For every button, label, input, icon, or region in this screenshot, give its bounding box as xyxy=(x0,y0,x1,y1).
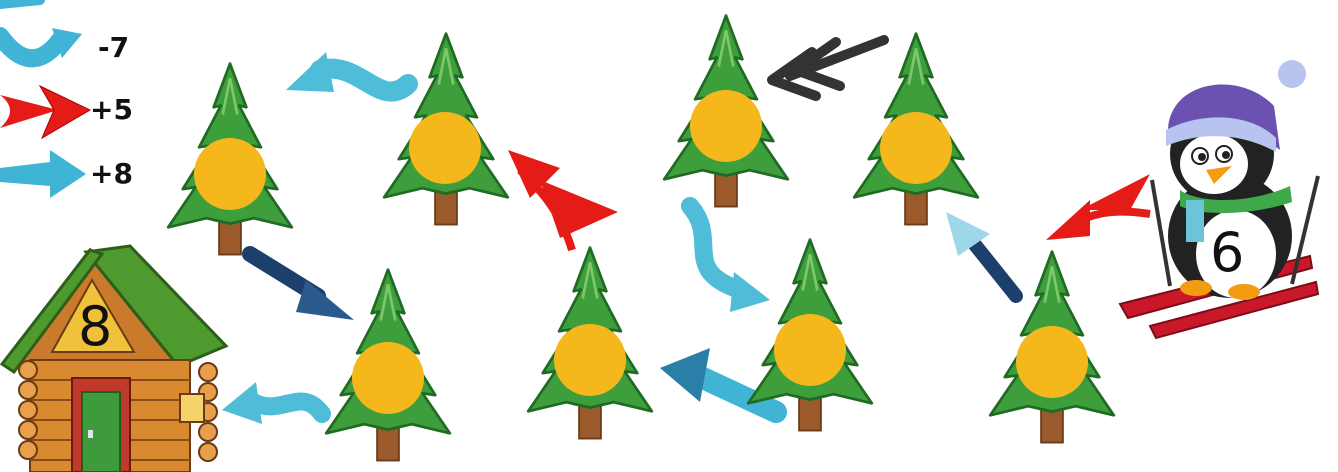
blue-arrow-tree5-to-tree4 xyxy=(660,348,776,412)
wavy-arrow-tree3-to-cabin xyxy=(222,382,322,424)
tree-2 xyxy=(384,34,508,225)
tree-7 xyxy=(664,16,788,207)
penguin-skier xyxy=(1120,60,1318,338)
tree-4-answer-circle[interactable] xyxy=(554,324,626,396)
legend-label-minus7: -7 xyxy=(98,34,129,62)
navy-arrow-tree1-to-tree3 xyxy=(250,254,354,320)
wavy-blue-arrow-icon xyxy=(0,28,82,58)
tree-6-answer-circle[interactable] xyxy=(1016,326,1088,398)
red-arrow-icon xyxy=(0,86,90,138)
tree-1-answer-circle[interactable] xyxy=(194,138,266,210)
cabin-door xyxy=(82,392,120,472)
tree-3-answer-circle[interactable] xyxy=(352,342,424,414)
tree-2-answer-circle[interactable] xyxy=(409,112,481,184)
navy-arrow-tree6-to-tree8 xyxy=(946,212,1016,296)
tree-1 xyxy=(168,64,292,255)
red-arrow-penguin-to-tree6 xyxy=(1046,174,1150,240)
blue-arrow-icon xyxy=(0,150,86,198)
tree-7-answer-circle[interactable] xyxy=(690,90,762,162)
wavy-arrow-tree7-to-tree5 xyxy=(690,206,770,312)
legend-label-plus5: +5 xyxy=(90,96,133,124)
tree-8-answer-circle[interactable] xyxy=(880,112,952,184)
tree-4 xyxy=(528,248,652,439)
red-arrow-tree4-to-tree2 xyxy=(508,150,618,250)
penguin-number: 6 xyxy=(1210,226,1244,280)
tree-3 xyxy=(326,270,450,461)
black-double-arrow-tree8-to-tree7 xyxy=(772,40,884,96)
wavy-arrow-tree2-to-tree1 xyxy=(286,52,408,92)
log-cabin xyxy=(2,246,226,472)
top-blue-arrow-icon xyxy=(0,0,40,4)
tree-8 xyxy=(854,34,978,225)
tree-5-answer-circle[interactable] xyxy=(774,314,846,386)
cabin-number: 8 xyxy=(78,300,112,354)
legend-label-plus8: +8 xyxy=(90,160,133,188)
